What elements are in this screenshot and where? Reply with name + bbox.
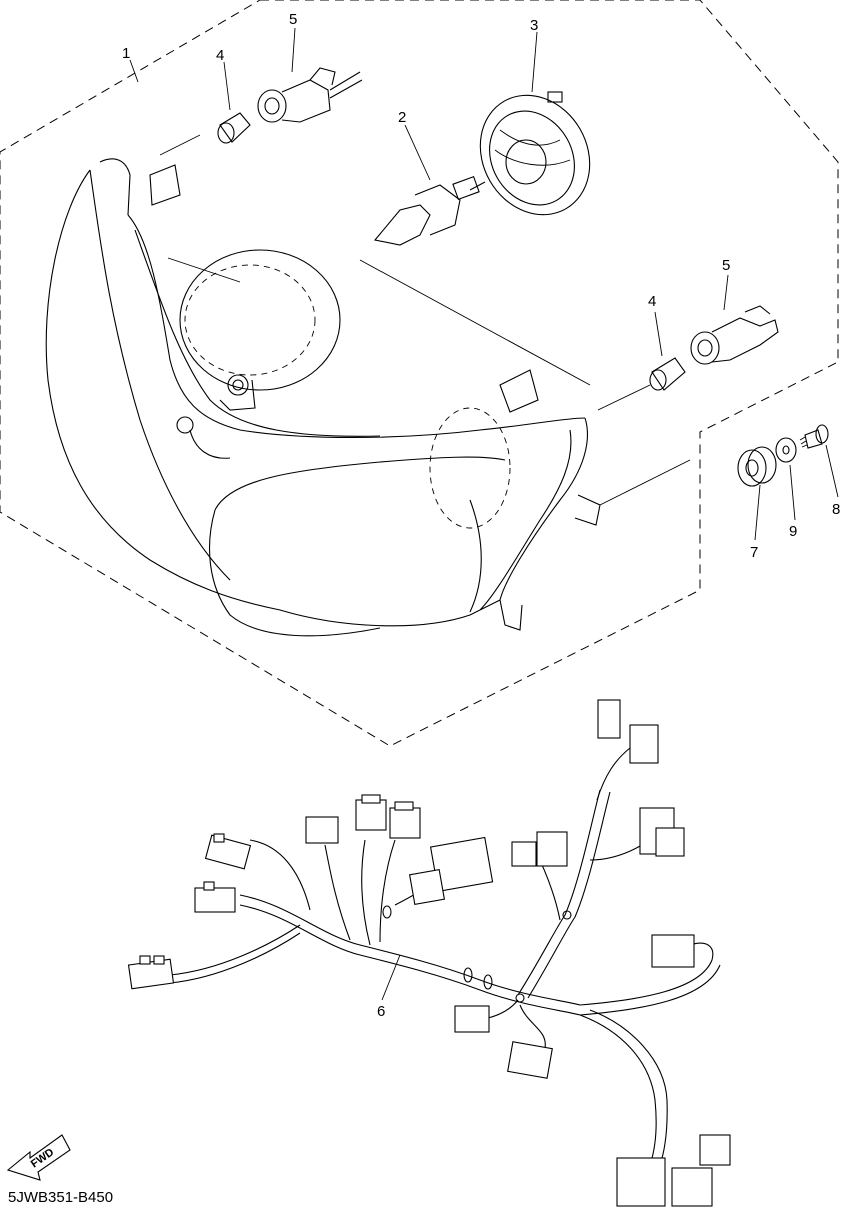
harness-connector-center-b <box>536 831 568 867</box>
wire-harness <box>169 747 721 1166</box>
fwd-label: FWD <box>29 1146 56 1170</box>
harness-connector-right-a <box>639 807 685 857</box>
bulb-cover <box>479 91 591 216</box>
callout-5-upper: 5 <box>289 11 297 28</box>
fwd-arrow: FWD <box>6 1134 71 1181</box>
harness-connector-upper-left-1 <box>194 881 236 913</box>
harness-connector-upper-left-2 <box>204 833 252 870</box>
harness-connector-top-right-b <box>629 724 659 764</box>
bulb-socket-upper <box>257 67 363 123</box>
callout-2: 2 <box>398 109 406 126</box>
callout-1: 1 <box>122 45 130 62</box>
harness-connector-top-right-a <box>597 699 621 739</box>
harness-connector-top-left-a <box>305 816 339 844</box>
callout-9: 9 <box>789 523 797 540</box>
position-bulb-upper <box>217 112 251 144</box>
grommet <box>737 446 777 487</box>
callout-4-lower: 4 <box>648 293 656 310</box>
diagram-code: 5JWB351-B450 <box>8 1189 114 1206</box>
harness-connector-lower-left <box>454 1005 490 1033</box>
harness-connector-headlight-plug <box>408 836 494 906</box>
harness-connector-top-left-b <box>355 794 387 831</box>
screw <box>799 424 829 449</box>
harness-connector-left <box>127 955 175 990</box>
harness-connector-center-a <box>511 841 537 867</box>
callout-3: 3 <box>530 17 538 34</box>
callout-leaders <box>129 27 839 1001</box>
position-bulb-lower <box>649 357 686 391</box>
harness-connector-right-b <box>651 934 695 968</box>
headlight-bulb <box>373 176 486 246</box>
harness-connector-bottom-main <box>616 1134 731 1207</box>
callout-7: 7 <box>750 544 758 561</box>
harness-connector-top-left-c <box>389 801 421 839</box>
callout-8: 8 <box>832 501 840 518</box>
assembly-boundary <box>0 0 839 747</box>
callout-5-lower: 5 <box>722 257 730 274</box>
harness-connector-lower-mid <box>507 1041 553 1079</box>
callout-4-upper: 4 <box>216 47 224 64</box>
callout-6: 6 <box>377 1003 385 1020</box>
bulb-socket-lower <box>690 305 779 365</box>
headlight-assembly <box>45 134 691 637</box>
washer <box>775 437 797 463</box>
